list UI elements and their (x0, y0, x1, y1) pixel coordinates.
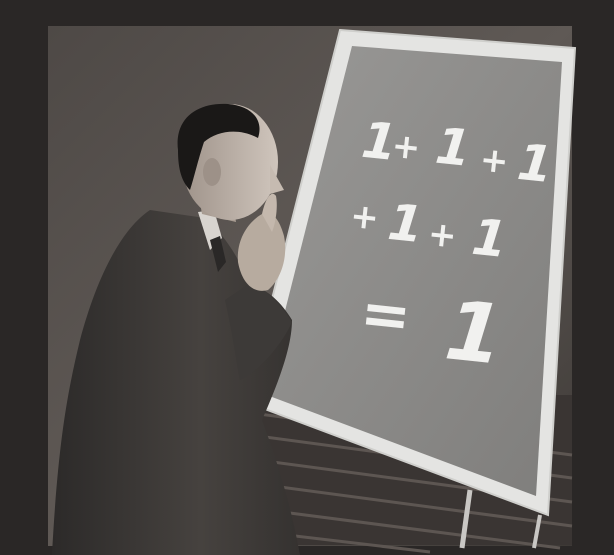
chalk-term: 1 (469, 208, 510, 269)
tie (210, 236, 226, 272)
chalk-term: 1 (433, 117, 474, 178)
chalk-operator: + (478, 140, 511, 183)
chalk-result: 1 (441, 283, 508, 383)
chalk-term: 1 (385, 193, 426, 254)
equation-result: = 1 (357, 278, 508, 384)
nose (270, 165, 284, 194)
ear (203, 158, 221, 186)
chalk-equals: = (357, 278, 414, 353)
chalk-term: 1 (359, 111, 400, 172)
easel-legs (459, 489, 542, 549)
equation-row-2: + 1 + 1 (348, 193, 510, 269)
chalk-term: 1 (515, 133, 556, 194)
man-figure (52, 103, 300, 555)
hand (237, 213, 286, 291)
arm (225, 282, 292, 380)
chalk-operator: + (390, 126, 423, 169)
chalk-operator: + (348, 196, 381, 239)
equation-row-1: 1 + 1 + 1 (359, 111, 555, 194)
chalk-operator: + (426, 214, 459, 257)
index-finger (262, 193, 277, 232)
hair (177, 103, 260, 190)
chalkboard (264, 46, 562, 496)
